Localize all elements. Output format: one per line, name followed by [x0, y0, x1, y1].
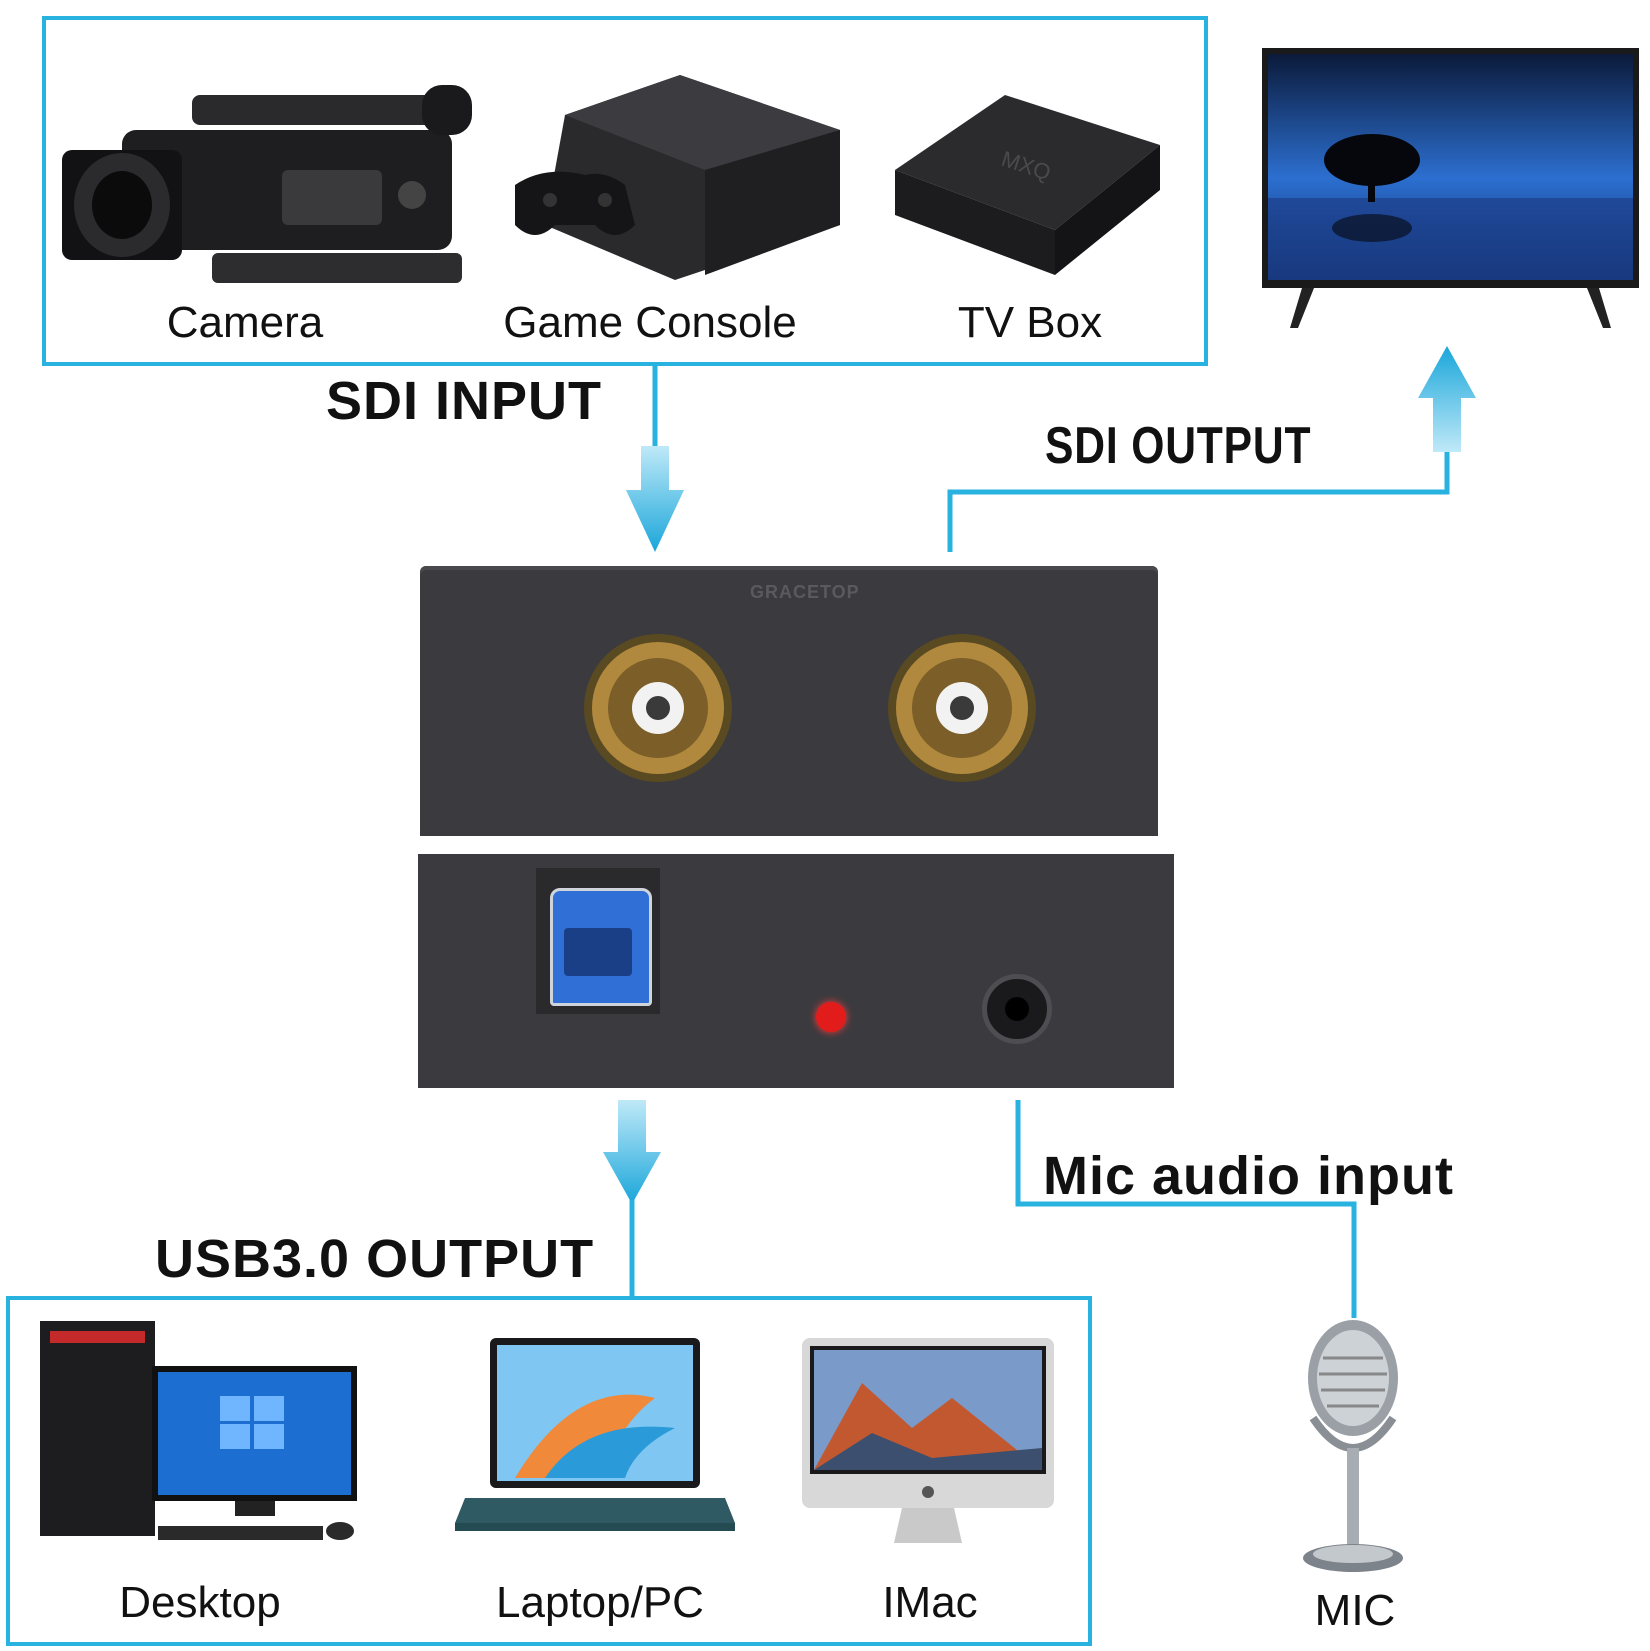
mic-jack-icon: [982, 974, 1052, 1044]
sdi-output-arrow: [1418, 346, 1476, 452]
device-label-game-console: Game Console: [503, 298, 797, 347]
camera-icon: [62, 85, 472, 283]
game-console-icon: [515, 75, 840, 280]
microphone-icon: [1303, 1320, 1403, 1572]
output-devices-frame: [6, 1296, 1092, 1646]
sdi-output-connector-icon: [888, 634, 1036, 782]
heading-mic-input: Mic audio input: [1043, 1146, 1454, 1206]
device-label-desktop: Desktop: [119, 1578, 281, 1627]
usb-output-arrow: [603, 1100, 661, 1204]
device-label-camera: Camera: [166, 298, 324, 347]
desktop-icon: [40, 1321, 357, 1540]
imac-icon: [802, 1338, 1054, 1543]
heading-sdi-input: SDI INPUT: [326, 371, 603, 431]
heading-usb-output: USB3.0 OUTPUT: [155, 1229, 595, 1289]
device-label-laptop: Laptop/PC: [496, 1578, 704, 1627]
sdi-input-connector-icon: [584, 634, 732, 782]
mic-input-line: [1015, 1100, 1357, 1318]
status-led-icon: [816, 1002, 846, 1032]
sdi-output-line: [947, 452, 1450, 552]
converter-rear-panel: [418, 854, 1174, 1088]
device-label-tv-box: TV Box: [957, 298, 1103, 347]
device-label-mic: MIC: [1314, 1586, 1396, 1635]
device-label-imac: IMac: [882, 1578, 978, 1627]
converter-front-panel: GRACETOP: [420, 566, 1158, 836]
usb3-port-icon: [536, 868, 660, 1014]
tv-screen-icon: [1262, 48, 1639, 328]
tv-box-icon: MXQ: [895, 95, 1160, 275]
converter-brand: GRACETOP: [750, 582, 860, 602]
sdi-input-arrow: [626, 446, 684, 552]
laptop-icon: [455, 1338, 735, 1531]
heading-sdi-output: SDI OUTPUT: [1045, 417, 1312, 475]
tv-display: [1262, 48, 1639, 348]
input-devices-frame: [42, 16, 1208, 366]
